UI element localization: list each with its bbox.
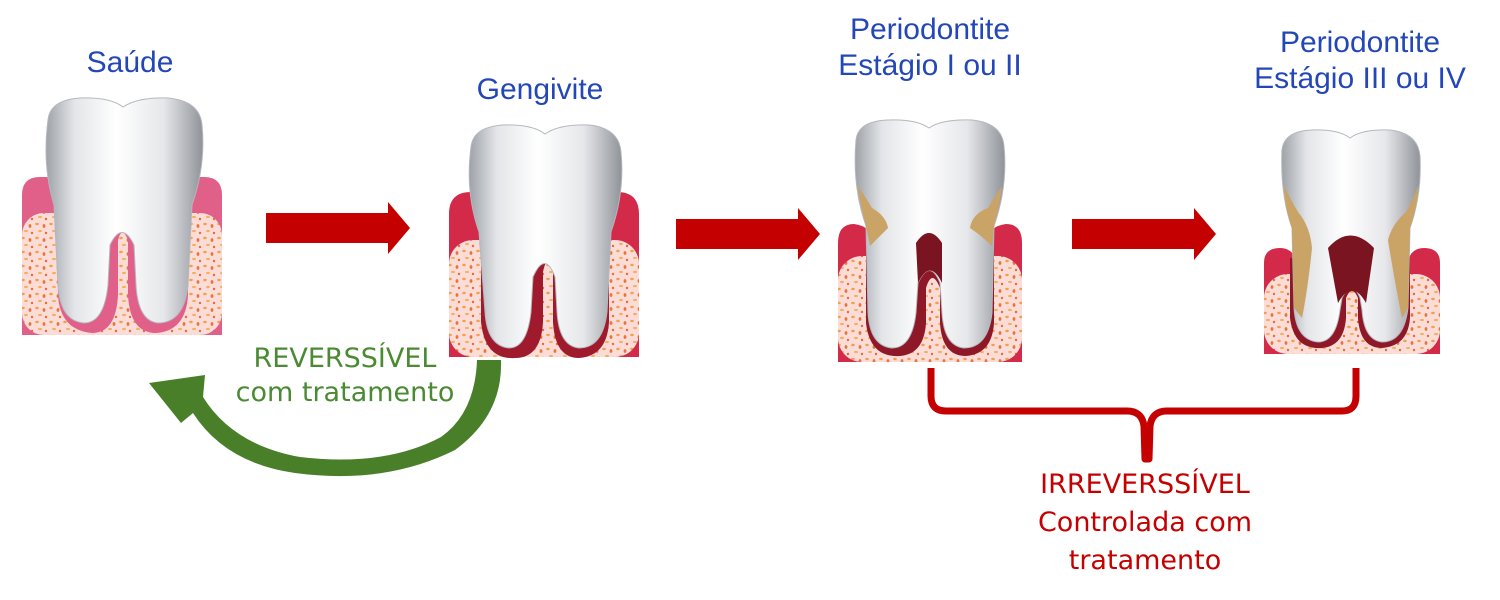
title-line: Periodontite — [1279, 26, 1441, 59]
reversible-label: REVERSSÍVEL com tratamento — [200, 342, 490, 410]
tooth-periodontitis-early-icon — [838, 119, 1022, 362]
tooth-periodontitis-advanced-icon — [1264, 129, 1440, 354]
label-line: REVERSSÍVEL — [253, 343, 437, 374]
label-line: Controlada com — [1037, 507, 1253, 538]
stage-title-periodontite-1-2: Periodontite Estágio I ou II — [810, 12, 1050, 84]
title-line: Estágio I ou II — [838, 49, 1022, 82]
arrow-right-icon — [266, 202, 410, 254]
label-line: com tratamento — [235, 377, 455, 408]
arrow-right-icon — [1072, 208, 1216, 260]
curved-arrow-back-icon — [149, 360, 502, 477]
title-line: Saúde — [86, 46, 174, 79]
label-line: tratamento — [1068, 545, 1222, 576]
stage-title-gengivite: Gengivite — [450, 72, 630, 108]
arrow-right-icon — [676, 208, 820, 260]
tooth-gingivitis-icon — [449, 124, 639, 359]
tooth-healthy-icon — [22, 97, 222, 335]
title-line: Periodontite — [849, 13, 1011, 46]
title-line: Estágio III ou IV — [1254, 62, 1466, 95]
irreversible-label: IRREVERSSÍVEL Controlada com tratamento — [1000, 466, 1290, 580]
curly-brace-icon — [927, 368, 1360, 463]
stage-title-saude: Saúde — [40, 45, 220, 81]
title-line: Gengivite — [476, 73, 604, 106]
label-line: IRREVERSSÍVEL — [1040, 469, 1250, 500]
stage-title-periodontite-3-4: Periodontite Estágio III ou IV — [1230, 25, 1490, 97]
